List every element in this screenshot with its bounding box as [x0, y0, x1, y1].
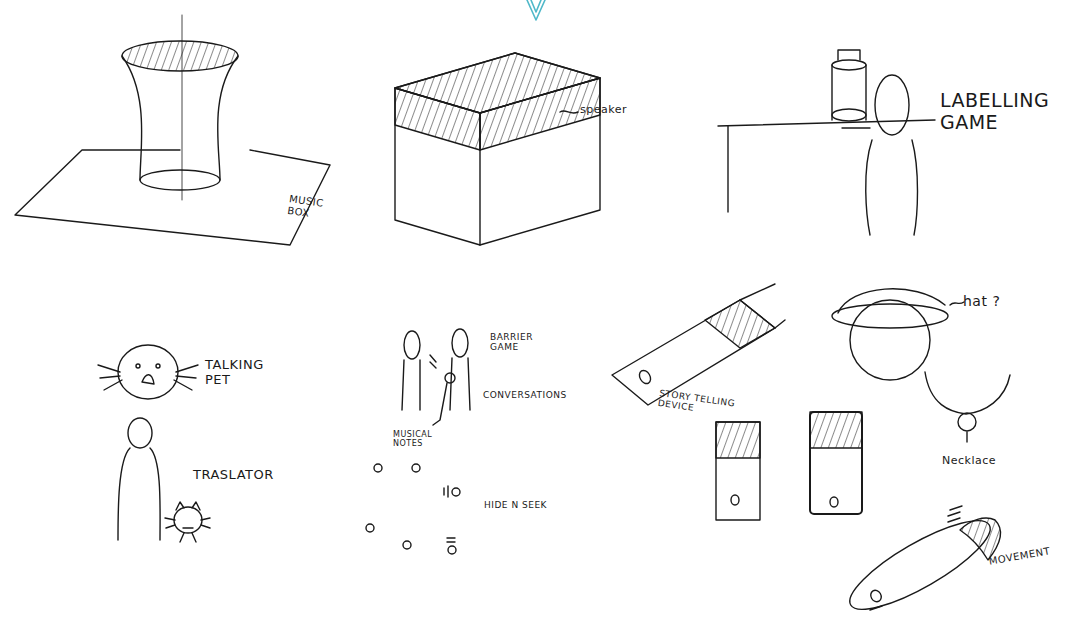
speaker-cube-sketch [395, 53, 600, 245]
storytelling-device-sketch [612, 284, 785, 405]
talking-pet-sketch [98, 345, 198, 399]
handwritten-label: MOVEMENT [988, 540, 1075, 567]
necklace-sketch [925, 372, 1010, 442]
hat-sketch [832, 289, 964, 380]
handwritten-label: MUSICAL NOTES [393, 430, 453, 448]
handwritten-label: CONVERSATIONS [483, 390, 593, 400]
labelling-game-sketch [718, 50, 935, 235]
handwritten-label: HIDE N SEEK [484, 500, 584, 510]
device-pair-sketch [716, 412, 862, 520]
music-box-sketch [15, 15, 330, 245]
handwritten-label: MUSIC BOX [287, 193, 340, 223]
handwritten-label: Necklace [942, 455, 1032, 468]
barrier-game-sketch [402, 329, 470, 425]
handwritten-label: TALKING PET [205, 358, 285, 388]
hide-n-seek-dots [366, 464, 460, 554]
handwritten-label: hat ? [963, 293, 1023, 309]
movement-sketch [840, 506, 1001, 619]
handwritten-label: speaker [580, 104, 660, 117]
handwritten-label: LABELLING GAME [940, 90, 1070, 134]
pointer-arrow [527, 0, 545, 20]
handwritten-label: STORY TELLING DEVICE [657, 388, 759, 422]
handwritten-label: TRASLATOR [193, 468, 303, 483]
handwritten-label: BARRIER GAME [490, 332, 550, 353]
